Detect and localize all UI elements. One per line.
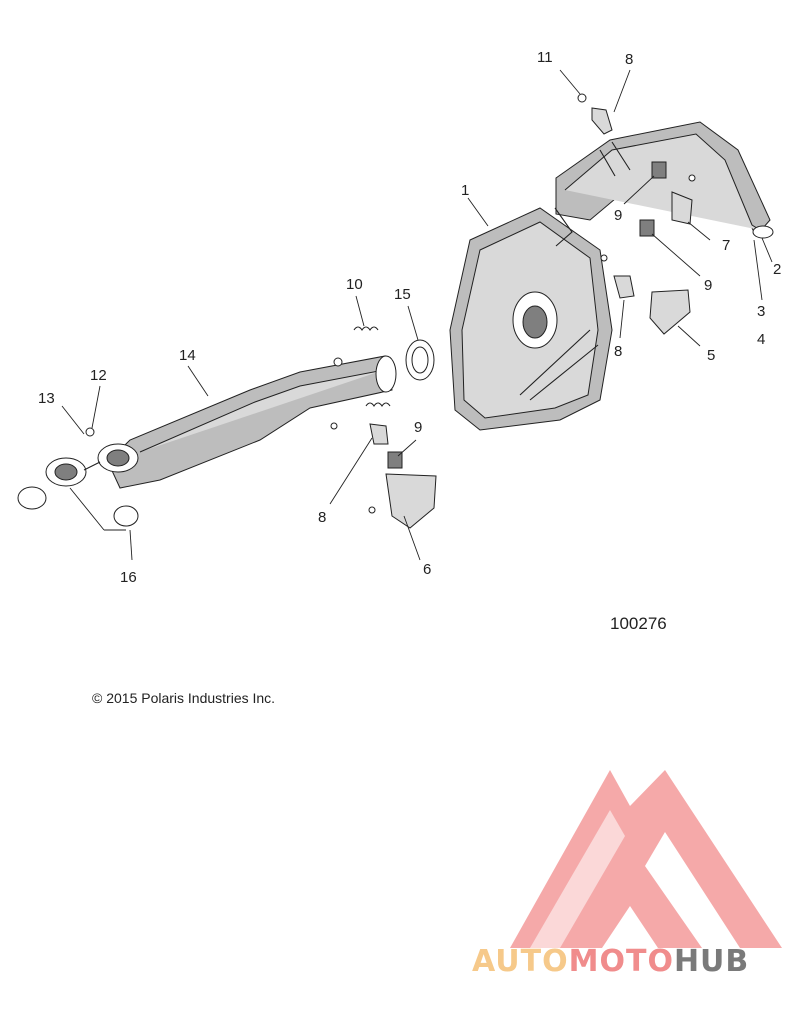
leader-lines xyxy=(61,69,773,561)
tailpipe-assembly xyxy=(45,355,397,489)
muffler xyxy=(449,207,613,431)
callout-10: 10 xyxy=(346,276,363,293)
callout-7: 7 xyxy=(722,237,730,254)
callout-5: 5 xyxy=(707,347,715,364)
callout-9-right: 9 xyxy=(704,277,712,294)
callout-4: 4 xyxy=(757,331,765,348)
callout-9-bottom: 9 xyxy=(414,419,422,436)
callout-14: 14 xyxy=(179,347,196,364)
gasket-16 xyxy=(17,486,139,527)
callouts: 1 2 3 4 5 6 7 8 8 8 9 9 9 10 11 12 13 14… xyxy=(38,49,781,586)
watermark-text-moto: MOTO xyxy=(568,944,674,979)
callout-9-top: 9 xyxy=(614,207,622,224)
watermark-text-hub: HUB xyxy=(673,944,750,979)
callout-1: 1 xyxy=(461,182,469,199)
head-pipe xyxy=(555,121,774,239)
callout-2: 2 xyxy=(773,261,781,278)
watermark-text-auto: AUTO xyxy=(472,944,569,979)
callout-12: 12 xyxy=(90,367,107,384)
callout-6: 6 xyxy=(423,561,431,578)
gasket-15 xyxy=(405,339,435,381)
callout-16: 16 xyxy=(120,569,137,586)
spring-10 xyxy=(333,326,391,407)
brackets xyxy=(85,93,696,529)
figure-number: 100276 xyxy=(610,614,667,633)
callout-8-right: 8 xyxy=(614,343,622,360)
copyright-notice: © 2015 Polaris Industries Inc. xyxy=(92,690,276,706)
callout-8-top: 8 xyxy=(625,51,633,68)
callout-3: 3 xyxy=(757,303,765,320)
automotohub-logo xyxy=(510,770,782,948)
callout-11: 11 xyxy=(537,49,553,66)
callout-8-left: 8 xyxy=(318,509,326,526)
callout-15: 15 xyxy=(394,286,411,303)
callout-13: 13 xyxy=(38,390,55,407)
watermark-text: AUTOMOTOHUB xyxy=(472,944,749,979)
